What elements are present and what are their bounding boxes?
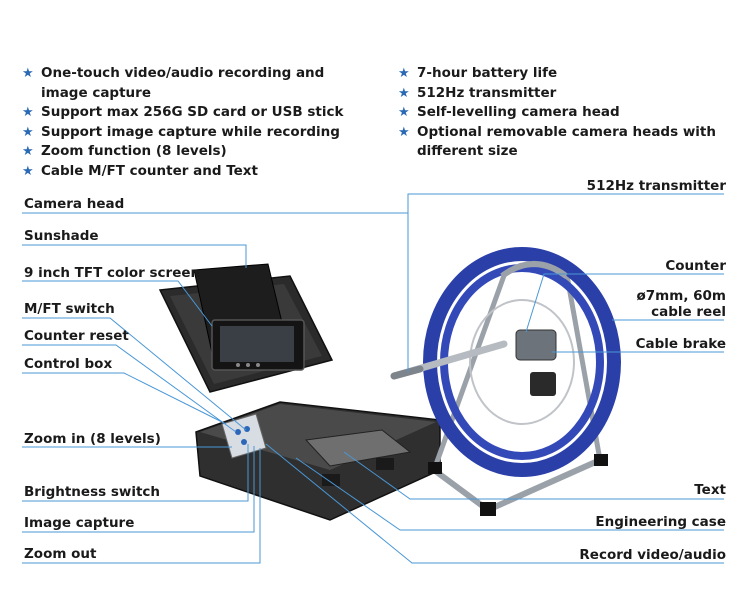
leader-tft-screen (22, 280, 213, 327)
callout-sunshade: Sunshade (24, 228, 99, 244)
leader-brightness (22, 444, 249, 502)
feature-item: ★Support max 256G SD card or USB stick (22, 103, 352, 123)
callout-control-box: Control box (24, 356, 113, 372)
leader-counter-reset (22, 344, 237, 433)
leader-engineering-case (295, 457, 724, 531)
feature-list-right: ★7-hour battery life ★512Hz transmitter … (398, 64, 728, 162)
leader-image-capture (22, 446, 255, 533)
leader-record (265, 443, 724, 564)
callout-zoom-in: Zoom in (8 levels) (24, 431, 161, 447)
star-bullet-icon: ★ (22, 66, 34, 81)
star-bullet-icon: ★ (22, 163, 34, 179)
star-bullet-icon: ★ (398, 124, 410, 140)
callout-cable-reel-line2: cable reel (651, 304, 726, 320)
cable-reel (390, 247, 621, 516)
callout-counter-reset: Counter reset (24, 328, 129, 344)
leader-text (343, 451, 724, 500)
star-bullet-icon: ★ (22, 124, 34, 140)
star-bullet-icon: ★ (398, 66, 410, 81)
feature-item: ★7-hour battery life (398, 64, 728, 84)
leader-sunshade (22, 244, 247, 268)
leader-zoom-out (22, 448, 261, 564)
feature-item: ★Optional removable camera heads with di… (398, 123, 716, 160)
control-case (158, 263, 441, 521)
feature-item: ★Cable M/FT counter and Text (22, 162, 352, 182)
callout-engineering-case: Engineering case (595, 514, 726, 530)
callout-tft-screen: 9 inch TFT color screen (24, 265, 201, 281)
keyboard (304, 429, 412, 467)
feature-list-left: ★One-touch video/audio recording and ima… (22, 64, 352, 181)
feature-item: ★Zoom function (8 levels) (22, 142, 352, 162)
star-bullet-icon: ★ (398, 85, 410, 101)
leader-mft-switch (22, 317, 247, 431)
callout-counter: Counter (665, 258, 726, 274)
feature-item: ★Support image capture while recording (22, 123, 352, 143)
feature-item: ★Self-levelling camera head (398, 103, 728, 123)
callout-zoom-out: Zoom out (24, 546, 97, 562)
leader-transmitter (407, 193, 724, 213)
feature-item: ★One-touch video/audio recording and ima… (22, 65, 325, 101)
callout-text: Text (694, 482, 726, 498)
callout-camera-head: Camera head (24, 196, 125, 212)
callout-cable-reel-line1: ø7mm, 60m (636, 288, 726, 304)
leader-counter (525, 273, 724, 333)
callout-mft-switch: M/FT switch (24, 301, 115, 317)
callout-transmitter: 512Hz transmitter (586, 178, 726, 194)
leader-control-box (22, 372, 227, 425)
callout-cable-brake: Cable brake (635, 336, 726, 352)
feature-item: ★512Hz transmitter (398, 84, 728, 104)
callout-record: Record video/audio (579, 547, 726, 563)
star-bullet-icon: ★ (22, 105, 34, 120)
star-bullet-icon: ★ (22, 144, 34, 159)
callout-image-capture: Image capture (24, 515, 135, 531)
callout-brightness: Brightness switch (24, 484, 161, 500)
star-bullet-icon: ★ (398, 105, 410, 120)
